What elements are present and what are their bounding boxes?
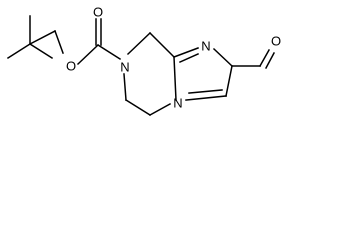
bond xyxy=(148,102,172,117)
atom-label-oxygen: O xyxy=(271,34,281,49)
bond xyxy=(6,42,32,60)
chemical-structure: O O N N N O xyxy=(6,5,281,117)
bond xyxy=(148,31,176,59)
atom-label-nitrogen: N xyxy=(201,39,210,54)
imidazole-ring xyxy=(173,47,234,101)
bond xyxy=(76,43,100,66)
tert-butyl-group xyxy=(6,15,57,60)
bond xyxy=(225,65,233,97)
bond xyxy=(124,98,152,117)
bond xyxy=(173,47,199,58)
atom-label-nitrogen: N xyxy=(173,96,182,111)
bond xyxy=(185,95,227,101)
bond xyxy=(28,29,57,46)
bond xyxy=(123,73,127,101)
bond xyxy=(96,43,122,61)
bond xyxy=(28,42,54,60)
pyrazine-ring xyxy=(123,31,177,117)
bond xyxy=(264,51,276,70)
bond xyxy=(258,48,271,68)
atom-label-oxygen: O xyxy=(93,5,103,20)
bond xyxy=(179,53,199,63)
bond xyxy=(54,30,64,54)
formyl-group xyxy=(231,48,276,70)
bond xyxy=(126,31,152,56)
atom-label-oxygen: O xyxy=(66,59,76,74)
bond xyxy=(188,89,223,94)
bond xyxy=(173,56,177,101)
atom-label-nitrogen: N xyxy=(120,60,129,75)
bond xyxy=(212,47,234,68)
